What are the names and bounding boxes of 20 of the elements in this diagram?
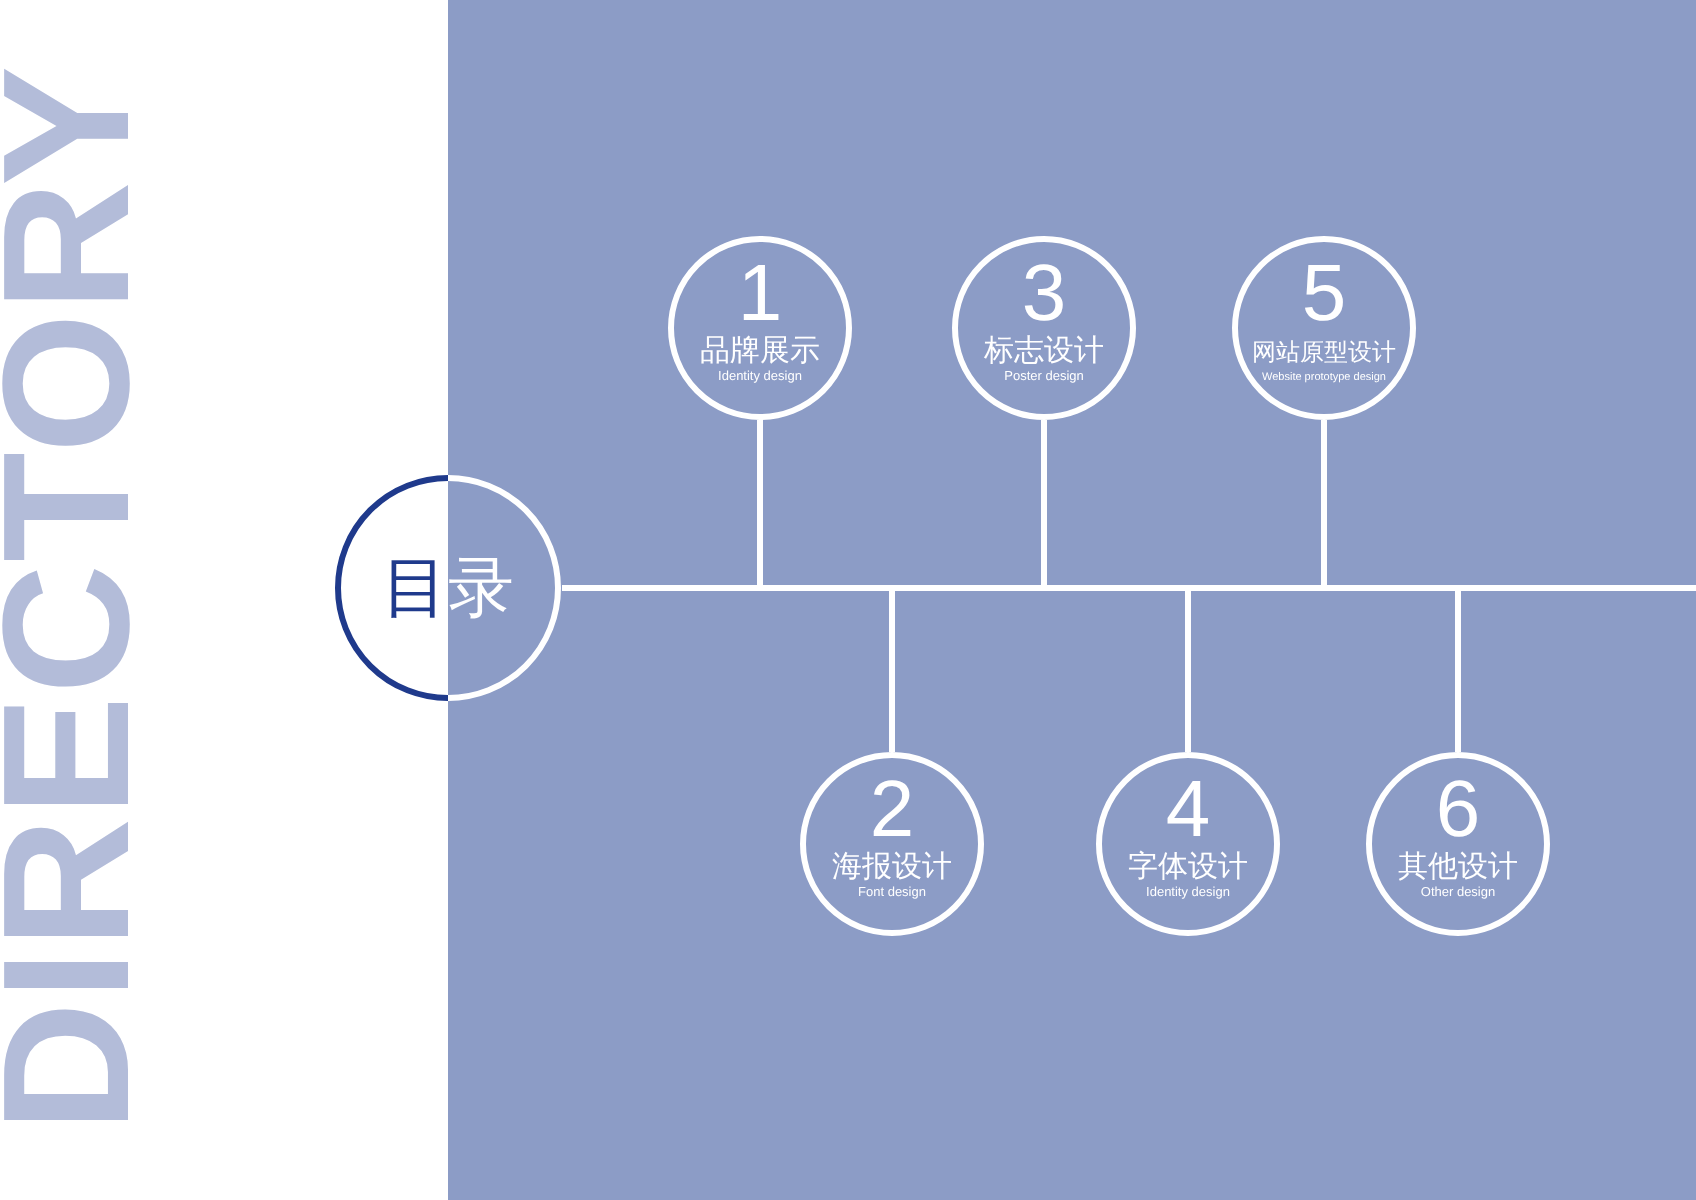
title-circle — [334, 474, 562, 702]
vertical-title: DIRECTORY — [0, 61, 158, 1137]
topic-title: 其他设计 — [1396, 852, 1520, 884]
topic-number: 5 — [1299, 254, 1349, 334]
topic-number: 6 — [1435, 770, 1481, 850]
topic-number: 3 — [1021, 254, 1067, 334]
topic-title: 品牌展示 — [698, 336, 822, 368]
topic-title: 网站原型设计 — [1250, 336, 1398, 368]
topic-title: 海报设计 — [830, 852, 954, 884]
topic-circle — [1096, 752, 1280, 936]
topic-circle — [668, 236, 852, 420]
topic-circle — [1366, 752, 1550, 936]
topic-title: 标志设计 — [982, 336, 1106, 368]
topic-number: 4 — [1165, 770, 1211, 850]
topic-circle — [800, 752, 984, 936]
topic-number: 2 — [869, 770, 915, 850]
topic-circle — [1232, 236, 1416, 420]
topic-number: 1 — [737, 254, 783, 334]
topic-title: 字体设计 — [1126, 852, 1250, 884]
topic-circle — [952, 236, 1136, 420]
